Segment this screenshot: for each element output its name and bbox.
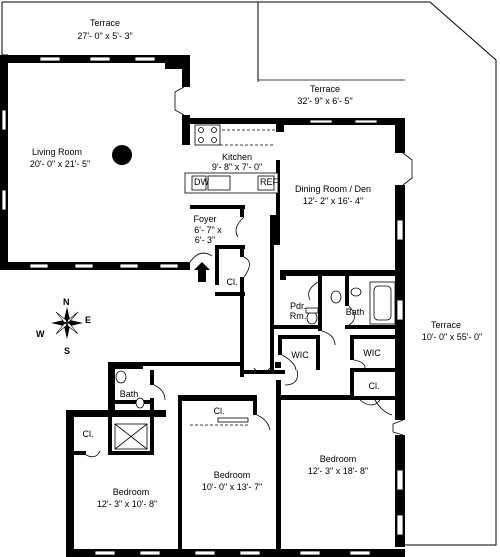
column-marker	[112, 145, 132, 165]
dishwasher-label: DW	[194, 177, 209, 187]
terrace-right-name: Terrace	[431, 320, 461, 330]
terrace-top-name: Terrace	[90, 18, 120, 28]
compass-w: W	[36, 329, 45, 339]
bath-fixtures	[114, 281, 396, 450]
compass-rose-icon: N E S W	[36, 297, 91, 356]
interior-walls	[74, 160, 400, 550]
powder-room-label-1: Pdr.	[290, 301, 306, 311]
powder-room-label-2: Rm.	[290, 311, 307, 321]
entry-arrow-icon	[194, 262, 210, 282]
terrace-right-dims: 10'- 0" x 55'- 0"	[422, 332, 482, 342]
terrace-mid-dims: 32'- 9" x 6'- 5"	[297, 96, 352, 106]
dining-dims: 12'- 2" x 16'- 4"	[303, 196, 363, 206]
closet-mid-label: Cl.	[214, 406, 225, 416]
compass-e: E	[85, 315, 91, 325]
wic-left-label: WIC	[291, 350, 309, 360]
compass-s: S	[64, 346, 70, 356]
terrace-top-dims: 27'- 0" x 5'- 3"	[77, 31, 132, 41]
bedroom-mid-dims: 10'- 0" x 13'- 7"	[202, 482, 262, 492]
living-room-name: Living Room	[32, 147, 82, 157]
wic-right-label: WIC	[363, 348, 381, 358]
dining-name: Dining Room / Den	[295, 184, 371, 194]
terrace-outline	[1, 1, 497, 546]
foyer-dims-1: 6'- 7" x	[194, 225, 222, 235]
bedroom-left-dims: 12'- 3" x 10'- 8"	[97, 499, 157, 509]
living-room-dims: 20'- 0" x 21'- 5"	[30, 159, 90, 169]
bedroom-mid-name: Bedroom	[214, 470, 251, 480]
kitchen-fixtures	[184, 124, 279, 194]
closet-right-label: Cl.	[369, 381, 380, 391]
foyer-dims-2: 6'- 3"	[195, 235, 215, 245]
bedroom-right-name: Bedroom	[320, 454, 357, 464]
compass-n: N	[63, 297, 70, 307]
terrace-doors	[174, 86, 413, 436]
closet-left-label: Cl.	[83, 429, 94, 439]
foyer-name: Foyer	[193, 214, 216, 224]
bath-left-label: Bath	[120, 389, 139, 399]
kitchen-name: Kitchen	[222, 152, 252, 162]
bath-right-label: Bath	[346, 307, 365, 317]
bedroom-right-dims: 12'- 3" x 18'- 8"	[308, 466, 368, 476]
door-swings	[85, 216, 393, 458]
closet-foyer-label: Cl.	[227, 277, 238, 287]
kitchen-dims: 9'- 8" x 7'- 0"	[212, 162, 262, 172]
bedroom-left-name: Bedroom	[113, 487, 150, 497]
terrace-mid-name: Terrace	[310, 84, 340, 94]
refrigerator-label: REF	[260, 177, 279, 187]
windows	[1, 56, 404, 556]
